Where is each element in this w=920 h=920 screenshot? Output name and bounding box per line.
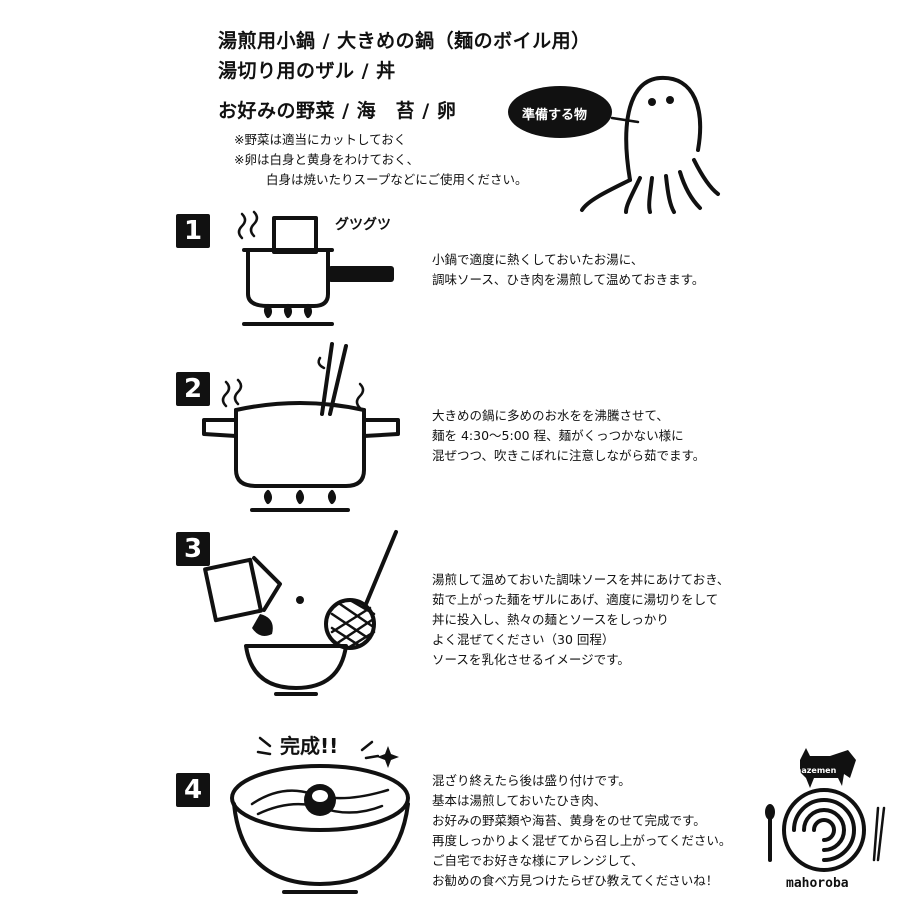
preparation-list: 湯煎用小鍋 / 大きめの鍋（麺のボイル用） 湯切り用のザル / 丼 お好みの野菜… [218,26,638,190]
brand-sub: mazemen [793,766,837,775]
step-2-badge: 2 [176,372,210,406]
prep-note-2b: 白身は焼いたりスープなどにご使用ください。 [266,172,528,187]
prep-note-2a: ※卵は白身と黄身をわけておく、 [234,152,420,167]
bubble-text: 準備する物 [522,108,588,123]
prep-line-3: お好みの野菜 / 海 苔 / 卵 [218,100,457,122]
prep-note-1: ※野菜は適当にカットしておく [234,132,407,147]
step-2-text: 大きめの鍋に多めのお水をを沸騰させて、 麺を 4:30〜5:00 程、麺がくっつ… [432,408,706,463]
bowl-and-strainer-icon [203,530,398,696]
prep-line-2: 湯切り用のザル / 丼 [218,60,396,82]
finished-bowl-icon [230,736,410,894]
step-4-text: 混ざり終えたら後は盛り付けです。 基本は湯煎しておいたひき肉、 お好みの野菜類や… [432,773,732,888]
step-3-text: 湯煎して温めておいた調味ソースを丼にあけておき、 茹で上がった麺をザルにあげ、適… [432,572,730,667]
step-4-badge: 4 [176,773,210,807]
complete-label: 完成!! [280,734,339,758]
brand-logo-icon [765,748,886,872]
speech-cloud [508,86,612,138]
prep-line-1: 湯煎用小鍋 / 大きめの鍋（麺のボイル用） [218,30,591,52]
step-1-text: 小鍋で適度に熱くしておいたお湯に、 調味ソース、ひき肉を湯煎して温めておきます。 [432,252,705,287]
step-3-badge: 3 [176,532,210,566]
bubbling-sound: グツグツ [335,217,391,233]
brand-name: mahoroba [786,876,849,891]
step-1-badge: 1 [176,214,210,248]
small-pot-icon [237,210,394,326]
large-pot-icon [202,342,400,512]
octopus-illustration [508,75,720,214]
